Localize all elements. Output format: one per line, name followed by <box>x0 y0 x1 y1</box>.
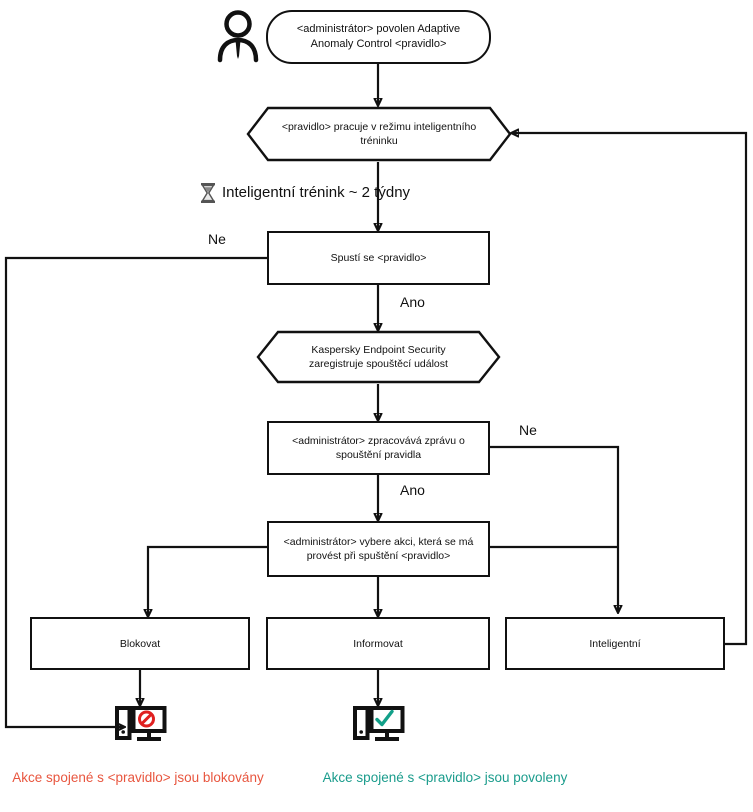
edge-label-no-2: Ne <box>519 422 537 438</box>
edge-label-yes-2: Ano <box>400 482 425 498</box>
start-node-label: <administrátor> povolen Adaptive Anomaly… <box>296 23 461 50</box>
hourglass-icon <box>199 182 217 204</box>
kes-registers-label: Kaspersky Endpoint Security zaregistruje… <box>309 344 448 370</box>
smart-mode-label: <pravidlo> pracuje v režimu inteligentní… <box>281 121 477 147</box>
caption-blocked: Akce spojené s <pravidlo> jsou blokovány <box>12 770 264 785</box>
admin-processes-node: <administrátor> zpracovává zprávu o spou… <box>267 421 490 475</box>
training-duration-label: Inteligentní trénink ~ 2 týdny <box>222 184 411 201</box>
rule-triggered-node: Spustí se <pravidlo> <box>267 231 490 285</box>
edge-label-no-1: Ne <box>208 231 226 247</box>
caption-allowed: Akce spojené s <pravidlo> jsou povoleny <box>322 770 568 785</box>
kes-registers-node: Kaspersky Endpoint Security zaregistruje… <box>256 330 501 384</box>
computer-allowed-icon <box>353 704 405 749</box>
action-smart-node: Inteligentní <box>505 617 725 670</box>
action-inform-label: Informovat <box>353 637 403 650</box>
action-smart-label: Inteligentní <box>589 637 641 650</box>
edge-label-yes-1: Ano <box>400 294 425 310</box>
rule-triggered-label: Spustí se <pravidlo> <box>330 252 427 264</box>
admin-processes-label: <administrátor> zpracovává zprávu o spou… <box>292 435 465 461</box>
person-icon <box>208 8 268 64</box>
smart-mode-node: <pravidlo> pracuje v režimu inteligentní… <box>246 106 512 162</box>
admin-selects-action-node: <administrátor> vybere akci, která se má… <box>267 521 490 577</box>
start-node: <administrátor> povolen Adaptive Anomaly… <box>266 10 491 64</box>
action-block-label: Blokovat <box>119 637 161 650</box>
admin-selects-action-label: <administrátor> vybere akci, která se má… <box>283 536 474 562</box>
action-block-node: Blokovat <box>30 617 250 670</box>
action-inform-node: Informovat <box>266 617 490 670</box>
computer-blocked-icon <box>115 704 167 749</box>
